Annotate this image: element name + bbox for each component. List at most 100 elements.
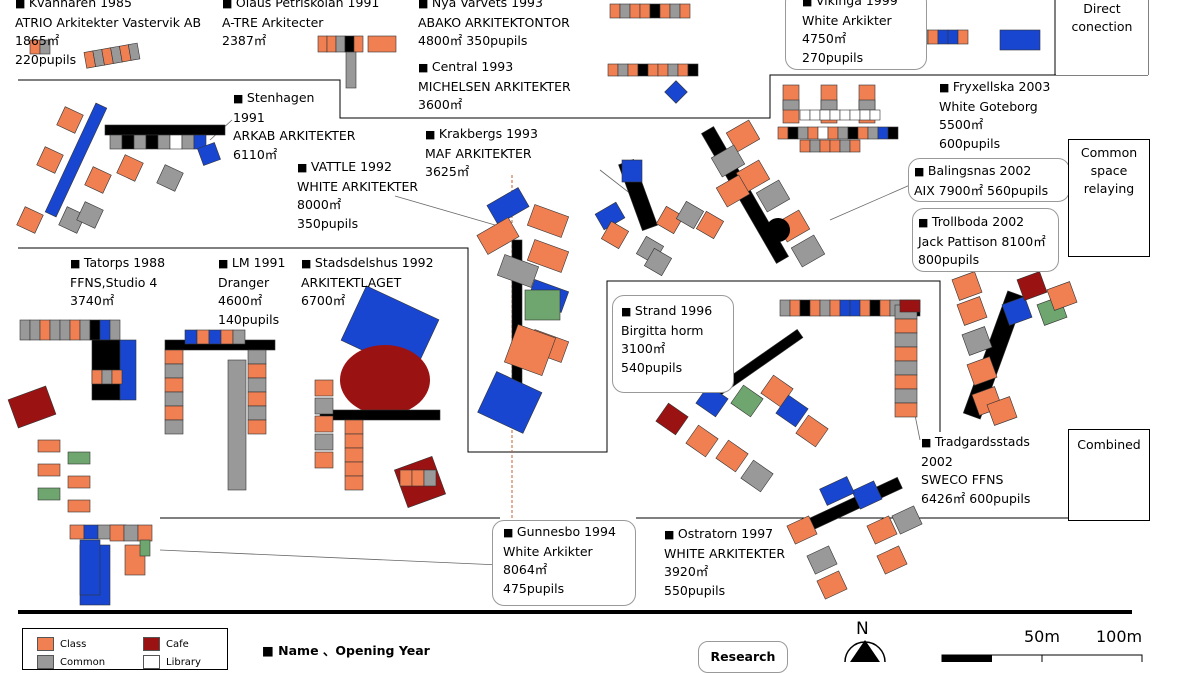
school-detail: MAF ARKITEKTER — [425, 145, 532, 161]
building-block — [101, 369, 113, 385]
school-detail: Jack Pattison 8100㎡ — [918, 233, 1046, 249]
building-block — [344, 419, 364, 435]
common-space-box: Common space relaying — [1068, 139, 1150, 257]
building-block — [37, 463, 61, 477]
building-block — [637, 63, 649, 77]
school-name: LM 1991 — [218, 254, 286, 274]
building-block — [859, 109, 871, 121]
building-block — [345, 51, 357, 89]
building-block — [145, 134, 159, 150]
building-block — [858, 99, 876, 111]
school-detail: WHITE ARKITEKTER — [664, 545, 786, 561]
building-block — [69, 319, 81, 341]
school-detail: 6700㎡ — [301, 293, 346, 308]
building-block — [227, 359, 247, 491]
building-block — [7, 385, 57, 429]
school-detail: White Goteborg — [939, 98, 1038, 114]
building-block — [76, 201, 104, 229]
building-block — [526, 239, 570, 273]
region-divider-lines — [18, 0, 1149, 519]
building-block — [109, 524, 125, 542]
legend-cafe-label: Cafe — [166, 639, 189, 650]
building-block — [314, 433, 334, 451]
building-block — [787, 126, 799, 140]
building-block — [503, 323, 557, 377]
building-block — [786, 515, 818, 545]
building-block — [869, 109, 881, 121]
legend-library: Library — [143, 655, 201, 669]
building-block — [715, 439, 749, 473]
building-block — [524, 289, 561, 321]
building-block — [609, 3, 621, 19]
building-block — [817, 126, 829, 140]
building-block — [58, 206, 86, 234]
building-block — [685, 424, 719, 458]
building-block — [1001, 296, 1033, 326]
building-block — [839, 299, 851, 317]
school-detail: 2002 — [921, 453, 953, 469]
school-detail: 270pupils — [802, 49, 864, 65]
building-block — [820, 99, 838, 111]
school-name: Stenhagen — [233, 89, 355, 109]
building-block — [649, 3, 661, 19]
building-block — [621, 159, 643, 183]
school-name: Nya Varvets 1993 — [418, 0, 570, 14]
building-block — [486, 187, 530, 225]
building-block — [220, 329, 234, 345]
building-block — [639, 3, 651, 19]
building-block — [849, 109, 861, 121]
building-block — [247, 377, 267, 393]
building-block — [399, 469, 413, 487]
school-detail: ABAKO ARKITEKTONTOR — [418, 14, 570, 30]
building-block — [849, 139, 861, 153]
school-name: Tradgardsstads — [921, 433, 1030, 453]
building-block — [232, 329, 246, 345]
combined-label: Combined — [1077, 437, 1141, 452]
building-block — [314, 415, 334, 433]
school-name: Krakbergs 1993 — [425, 125, 538, 145]
building-block — [184, 329, 198, 345]
building-block — [411, 469, 425, 487]
school-detail: 1991 — [233, 109, 265, 125]
school-detail: 6110㎡ — [233, 146, 278, 162]
school-name: Vikinga 1999 — [802, 0, 898, 12]
hall-oval — [340, 345, 430, 415]
school-detail: ARKAB ARKITEKTER — [233, 128, 356, 143]
building-block — [319, 409, 441, 421]
building-block — [344, 475, 364, 491]
building-block — [730, 384, 764, 418]
building-block — [627, 63, 639, 77]
building-block — [655, 402, 689, 436]
building-block — [927, 29, 939, 45]
building-block — [829, 139, 841, 153]
school-name: Fryxellska 2003 — [939, 78, 1050, 98]
building-block — [894, 360, 918, 376]
building-block — [314, 379, 334, 397]
class-swatch — [37, 637, 54, 651]
building-block — [84, 166, 112, 194]
research-button[interactable]: Research — [698, 641, 788, 673]
building-block — [247, 391, 267, 407]
building-block — [961, 326, 993, 356]
building-block — [526, 204, 570, 238]
building-block — [851, 480, 883, 510]
school-detail: 550pupils — [664, 582, 726, 598]
building-block — [891, 505, 923, 535]
building-block — [849, 299, 861, 317]
school-detail: 220pupils — [15, 51, 77, 67]
building-block — [740, 459, 774, 493]
school-detail: 3625㎡ — [425, 164, 470, 179]
school-name: Tatorps 1988 — [70, 254, 165, 274]
building-block — [67, 451, 91, 465]
building-block — [1046, 281, 1078, 311]
building-block — [83, 524, 99, 540]
building-block — [59, 319, 71, 341]
building-block — [799, 109, 811, 121]
building-block — [857, 126, 869, 140]
